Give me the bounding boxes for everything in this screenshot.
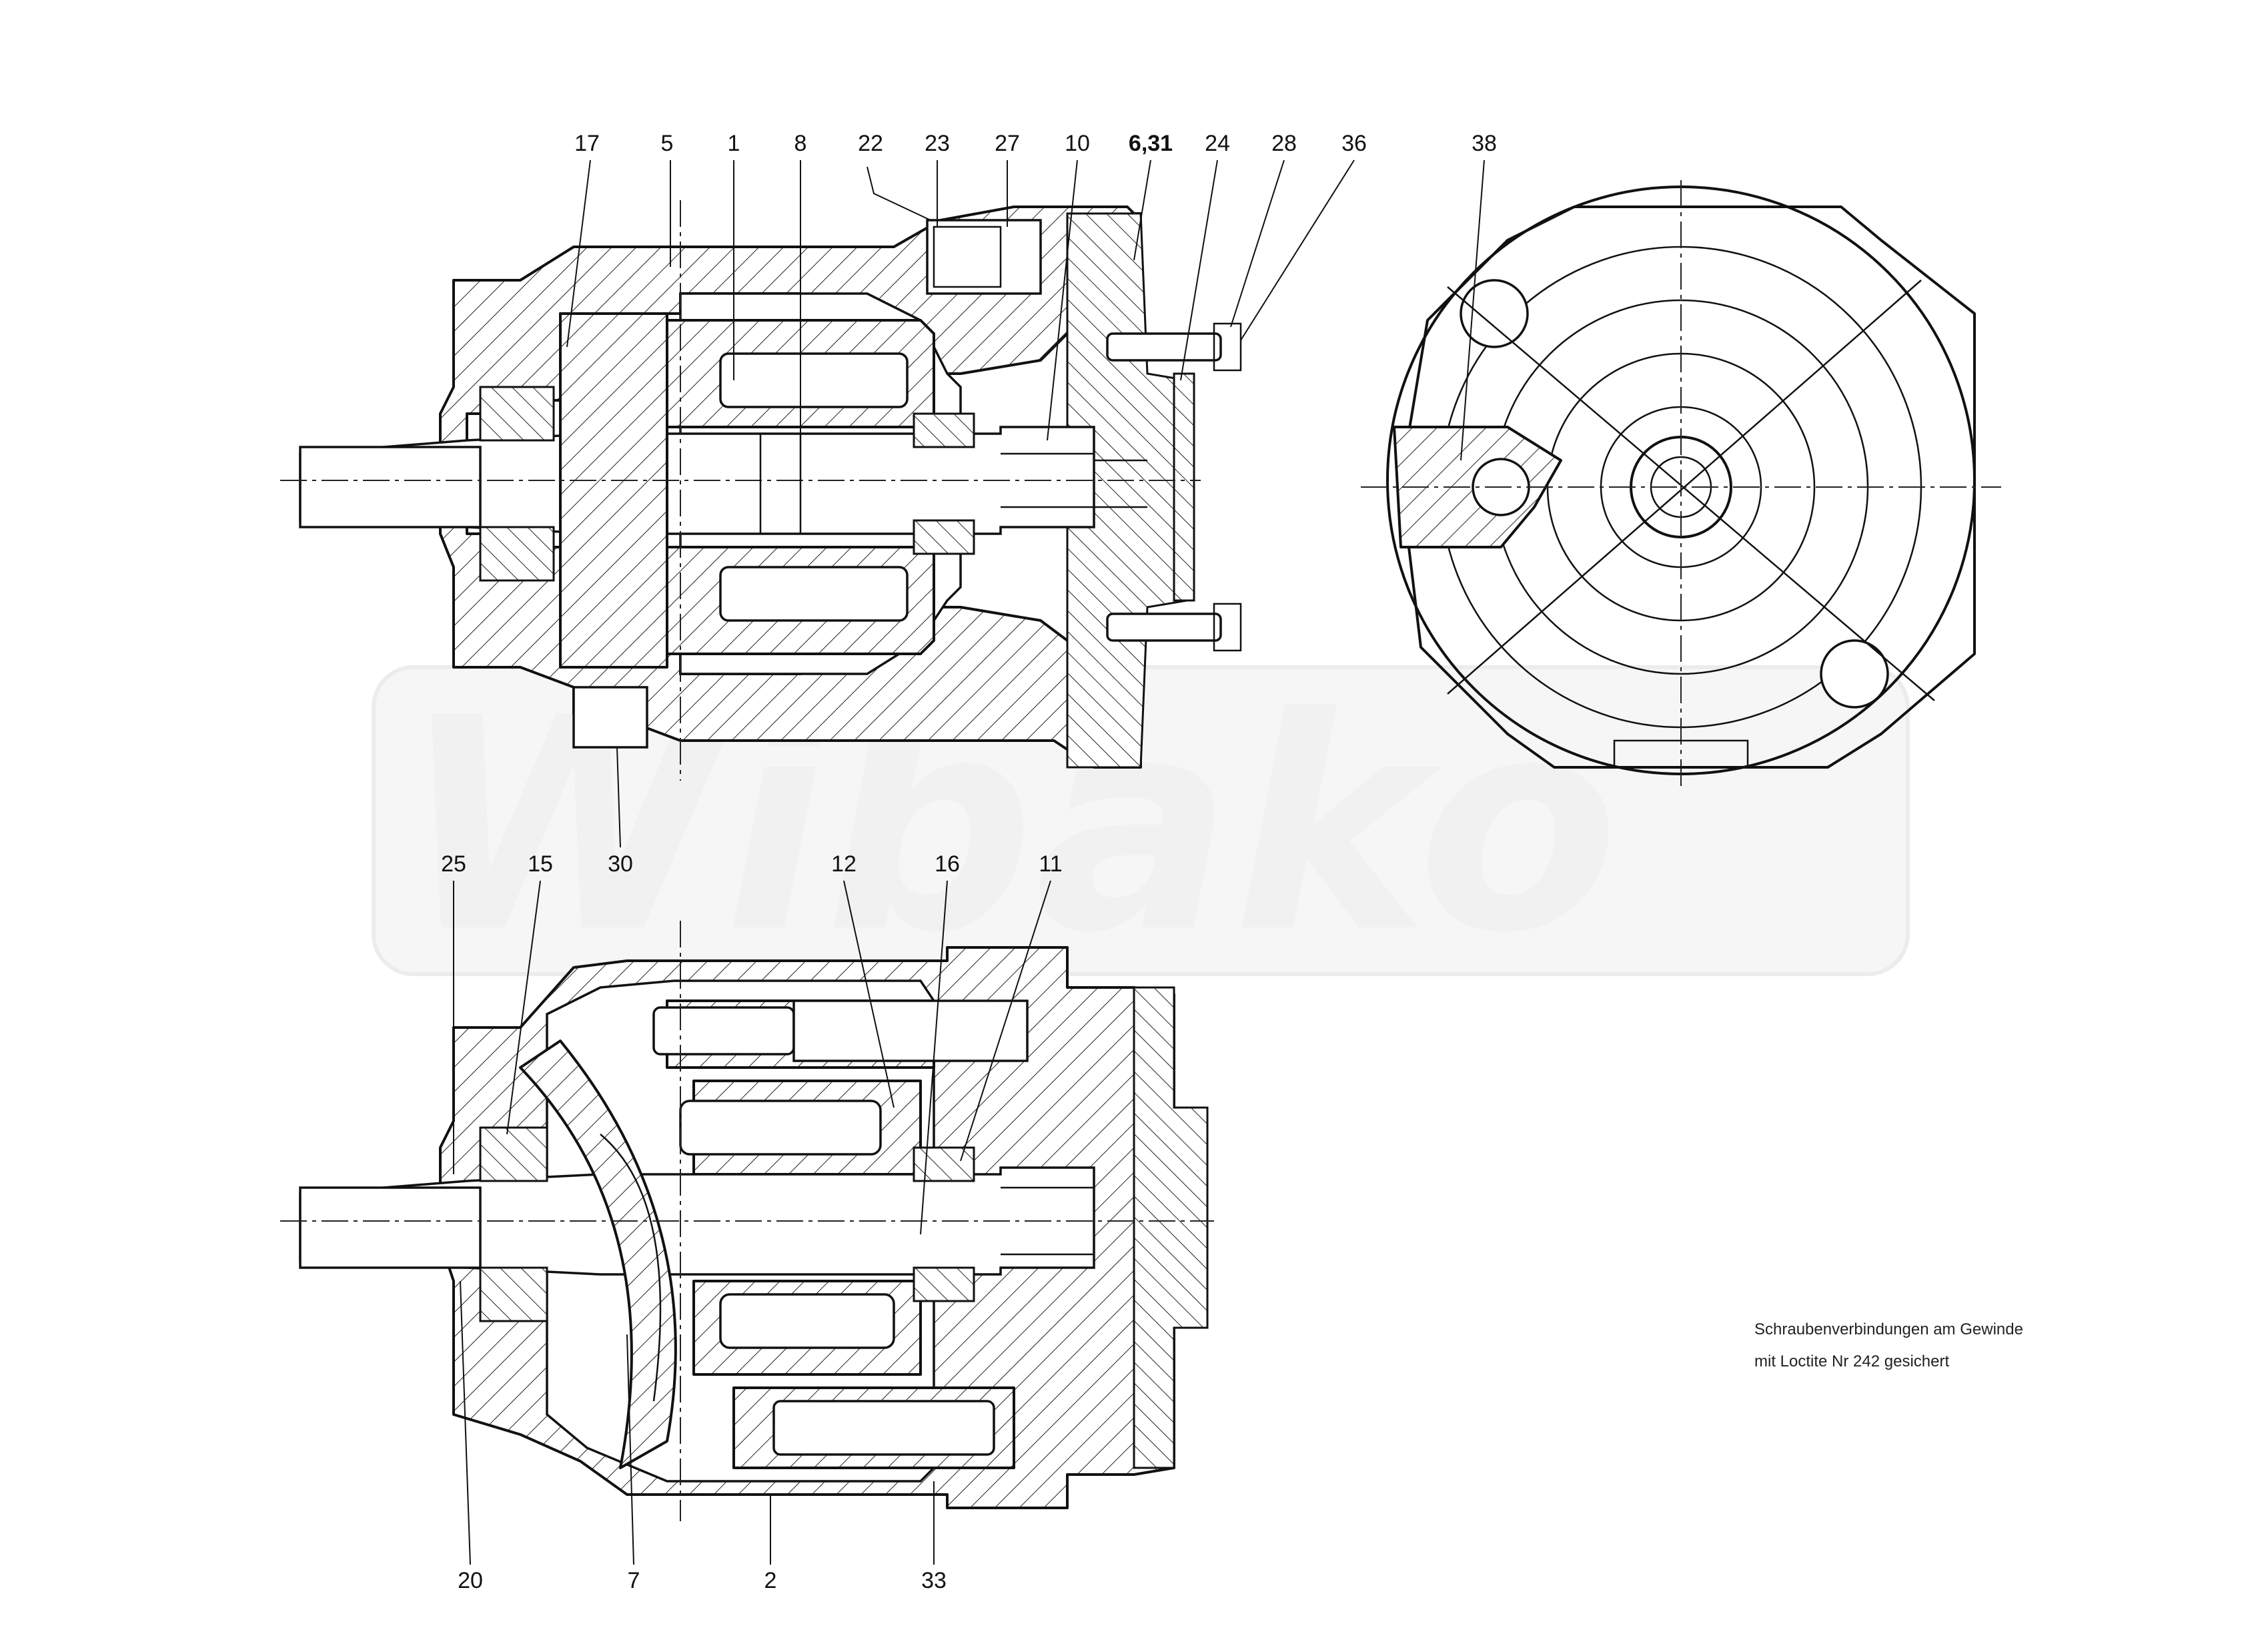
callout-1: 1 xyxy=(728,131,740,380)
loctite-note: Schraubenverbindungen am Gewinde mit Loc… xyxy=(1754,1320,2023,1370)
svg-text:12: 12 xyxy=(831,851,857,877)
bottom-section-view xyxy=(280,921,1214,1521)
svg-text:24: 24 xyxy=(1205,131,1230,156)
callouts-bottom: 25 15 12 16 11 20 7 2 xyxy=(441,851,1063,1593)
svg-text:6,31: 6,31 xyxy=(1129,131,1173,156)
svg-text:33: 33 xyxy=(921,1568,947,1593)
note-line-2: mit Loctite Nr 242 gesichert xyxy=(1754,1352,1949,1370)
svg-text:10: 10 xyxy=(1065,131,1090,156)
svg-text:30: 30 xyxy=(608,851,633,877)
callout-16: 16 xyxy=(920,851,960,1235)
svg-text:11: 11 xyxy=(1039,851,1062,877)
callout-15: 15 xyxy=(506,851,553,1135)
svg-text:15: 15 xyxy=(528,851,553,877)
callout-10: 10 xyxy=(1047,131,1090,441)
callout-33: 33 xyxy=(921,1481,947,1593)
callout-17: 17 xyxy=(566,131,600,348)
svg-text:27: 27 xyxy=(995,131,1020,156)
top-end-view xyxy=(1361,180,2001,787)
callout-20: 20 xyxy=(458,1280,483,1593)
svg-text:38: 38 xyxy=(1472,131,1497,156)
svg-text:22: 22 xyxy=(858,131,883,156)
svg-text:36: 36 xyxy=(1341,131,1367,156)
svg-text:23: 23 xyxy=(925,131,950,156)
svg-text:8: 8 xyxy=(794,131,807,156)
callout-27: 27 xyxy=(995,131,1020,227)
callout-8: 8 xyxy=(794,131,807,460)
note-line-1: Schraubenverbindungen am Gewinde xyxy=(1754,1320,2023,1338)
svg-text:1: 1 xyxy=(728,131,740,156)
svg-text:2: 2 xyxy=(764,1568,777,1593)
callout-7: 7 xyxy=(626,1334,640,1593)
svg-text:25: 25 xyxy=(441,851,466,877)
callout-38: 38 xyxy=(1460,131,1497,461)
svg-text:5: 5 xyxy=(661,131,674,156)
callout-23: 23 xyxy=(925,131,950,227)
callout-28: 28 xyxy=(1230,131,1297,328)
callout-24: 24 xyxy=(1180,131,1230,381)
svg-text:20: 20 xyxy=(458,1568,483,1593)
svg-text:7: 7 xyxy=(628,1568,640,1593)
callout-22: 22 xyxy=(858,131,931,221)
svg-text:28: 28 xyxy=(1271,131,1297,156)
callout-12: 12 xyxy=(831,851,895,1108)
callout-30: 30 xyxy=(608,747,633,877)
callout-25: 25 xyxy=(441,851,466,1174)
callout-36: 36 xyxy=(1240,131,1367,341)
svg-text:17: 17 xyxy=(574,131,600,156)
callouts-top: 17 5 1 8 22 23 27 10 xyxy=(566,131,1497,877)
callout-2: 2 xyxy=(764,1495,777,1593)
callout-6-31: 6,31 xyxy=(1129,131,1173,261)
callout-5: 5 xyxy=(661,131,674,267)
svg-text:16: 16 xyxy=(935,851,960,877)
callout-11: 11 xyxy=(960,851,1063,1162)
